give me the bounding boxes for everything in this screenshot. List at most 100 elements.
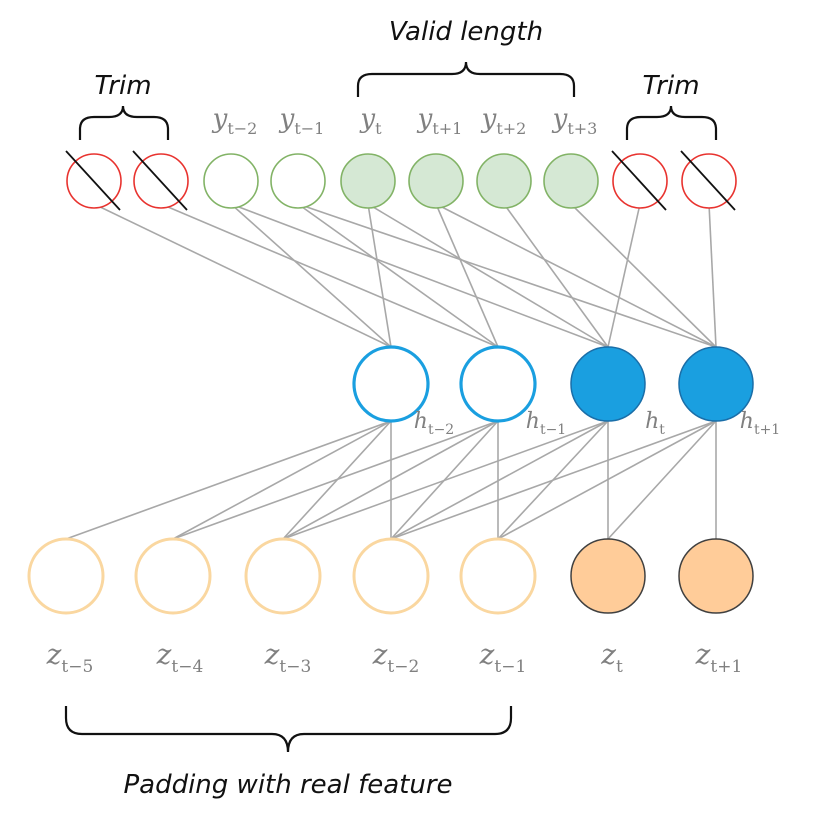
z-label-4-subscript: t−1: [494, 657, 526, 677]
edge-top-hidden-10: [297, 203, 717, 348]
z-label-6-base: z: [695, 638, 711, 671]
edge-hidden-bottom-8: [282, 420, 609, 540]
trim-left-label: Trim: [94, 71, 151, 101]
z-label-5: zt: [600, 638, 623, 677]
output-node-7: [543, 153, 599, 209]
y-label-2-base: y: [359, 104, 375, 134]
y-label-4-base: y: [481, 104, 497, 134]
y-label-1-subscript: t−1: [294, 119, 324, 138]
edge-top-hidden-7: [367, 203, 609, 348]
trim-slash-9: [680, 150, 736, 211]
z-label-1-subscript: t−4: [171, 657, 203, 677]
y-label-2: yt: [359, 104, 382, 138]
h-label-1-subscript: t−1: [540, 422, 566, 438]
y-label-3-subscript: t+1: [432, 119, 462, 138]
hidden-node-3: [678, 346, 754, 422]
h-label-1-base: h: [526, 409, 540, 434]
edge-top-hidden-11: [435, 203, 717, 348]
z-label-0: zt−5: [46, 638, 94, 677]
edge-top-hidden-4: [297, 203, 499, 348]
y-label-0-base: y: [212, 104, 228, 134]
z-label-4-base: z: [479, 638, 495, 671]
z-label-0-base: z: [46, 638, 62, 671]
edge-top-hidden-2: [367, 203, 392, 348]
z-label-1: zt−4: [156, 638, 204, 677]
y-label-5-base: y: [552, 104, 568, 134]
h-label-3-subscript: t+1: [754, 422, 780, 438]
output-node-4: [340, 153, 396, 209]
edge-top-hidden-8: [503, 203, 609, 348]
h-label-3-base: h: [740, 409, 754, 434]
edge-hidden-bottom-14: [607, 420, 717, 540]
trim-slash-8: [611, 150, 667, 211]
trim-slash-0: [65, 150, 121, 211]
edge-top-hidden-0: [93, 203, 392, 348]
z-label-2-base: z: [264, 638, 280, 671]
z-label-6: zt+1: [695, 638, 743, 677]
z-label-3: zt−2: [372, 638, 420, 677]
h-label-0-base: h: [414, 409, 428, 434]
edge-hidden-bottom-13: [497, 420, 717, 540]
z-label-3-base: z: [372, 638, 388, 671]
edge-hidden-bottom-5: [282, 420, 499, 540]
h-label-3: ht+1: [740, 409, 780, 438]
padding-input-node-2: [244, 537, 322, 615]
trim-right-label: Trim: [642, 71, 699, 101]
padding-input-node-3: [352, 537, 430, 615]
trim-slash-1: [132, 150, 188, 211]
edge-top-hidden-12: [570, 203, 717, 348]
edge-top-hidden-3: [160, 203, 499, 348]
input-node-6: [678, 538, 754, 614]
y-label-0-subscript: t−2: [227, 119, 257, 138]
padding-input-node-0: [27, 537, 105, 615]
h-label-2-base: h: [645, 409, 659, 434]
y-label-3: yt+1: [417, 104, 463, 138]
hidden-node-1: [459, 345, 537, 423]
z-label-3-subscript: t−2: [387, 657, 419, 677]
output-node-5: [408, 153, 464, 209]
edge-hidden-bottom-12: [390, 420, 717, 540]
edge-top-hidden-6: [230, 203, 609, 348]
z-label-1-base: z: [156, 638, 172, 671]
padding-input-node-1: [134, 537, 212, 615]
edges: [65, 203, 717, 540]
z-label-4: zt−1: [479, 638, 527, 677]
h-label-0-subscript: t−2: [428, 422, 454, 438]
output-node-2: [203, 153, 259, 209]
y-label-4: yt+2: [481, 104, 527, 138]
y-label-2-subscript: t: [375, 119, 382, 138]
z-label-0-subscript: t−5: [61, 657, 93, 677]
padding-input-node-4: [459, 537, 537, 615]
y-label-0: yt−2: [212, 104, 258, 138]
edge-hidden-bottom-0: [65, 420, 392, 540]
y-label-1-base: y: [279, 104, 295, 134]
padding-label: Padding with real feature: [123, 770, 452, 800]
y-label-4-subscript: t+2: [496, 119, 526, 138]
edge-hidden-bottom-4: [172, 420, 499, 540]
edge-hidden-bottom-1: [172, 420, 392, 540]
h-label-2: ht: [645, 409, 665, 438]
edge-hidden-bottom-9: [390, 420, 609, 540]
input-node-5: [570, 538, 646, 614]
h-label-2-subscript: t: [659, 422, 665, 438]
hidden-node-0: [352, 345, 430, 423]
output-node-3: [270, 153, 326, 209]
z-label-5-base: z: [600, 638, 616, 671]
trim-left-brace: [78, 105, 170, 140]
y-label-1: yt−1: [279, 104, 325, 138]
trim-right-brace: [625, 105, 718, 140]
h-label-0: ht−2: [414, 409, 454, 438]
z-label-6-subscript: t+1: [710, 657, 742, 677]
y-label-5-subscript: t+3: [567, 119, 597, 138]
hidden-node-2: [570, 346, 646, 422]
z-label-2: zt−3: [264, 638, 312, 677]
y-label-5: yt+3: [552, 104, 598, 138]
edge-top-hidden-9: [607, 203, 641, 348]
valid-length-brace: [356, 61, 576, 97]
z-label-2-subscript: t−3: [279, 657, 311, 677]
valid-length-label: Valid length: [389, 17, 543, 47]
z-label-5-subscript: t: [616, 657, 623, 677]
edge-top-hidden-13: [708, 203, 717, 348]
